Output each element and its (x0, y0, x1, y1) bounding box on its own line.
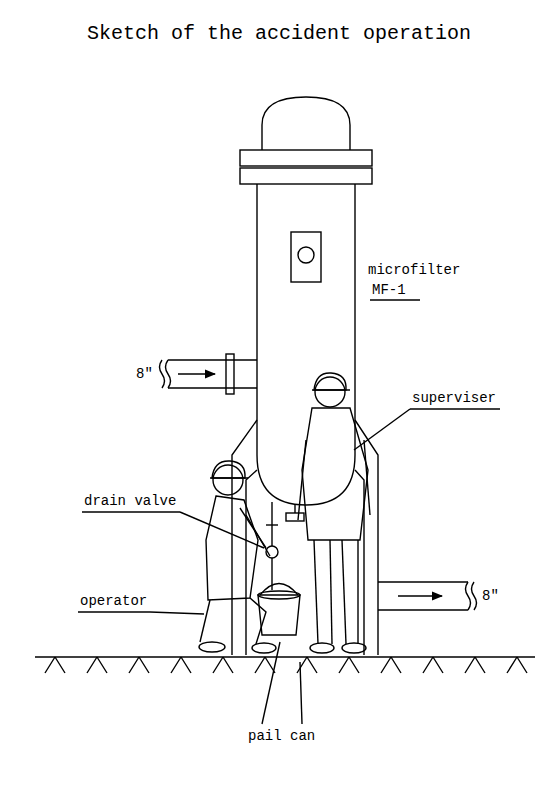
ground-line (35, 657, 535, 673)
vessel-support-part (355, 420, 378, 655)
operator-figure-part (210, 477, 248, 478)
operator-figure-part (252, 643, 276, 653)
operator-figure-part (246, 515, 270, 556)
part-name: microfilter (368, 262, 460, 279)
leader-lines-part (300, 662, 302, 724)
microfilter-vessel-part (257, 455, 355, 505)
supervisor-figure-part (342, 643, 366, 653)
outlet-pipe-part (472, 582, 477, 610)
outlet-pipe (378, 582, 477, 610)
operator-figure-part (250, 598, 266, 644)
ground-hatch (339, 657, 359, 673)
inlet-pipe-part (168, 387, 257, 388)
leader-lines-part (354, 409, 410, 450)
supervisor-figure-part (310, 643, 334, 653)
pipe-size: 8" (482, 588, 499, 605)
microfilter-vessel-part (262, 97, 350, 150)
pail-can-part (258, 595, 300, 635)
supervisor-figure (298, 373, 370, 653)
supervisor-figure-part (298, 440, 306, 520)
microfilter-vessel-part (298, 247, 314, 263)
supervisor-figure-part (302, 408, 368, 540)
pipe-size: 8" (136, 366, 153, 383)
leader-lines-part (410, 408, 500, 409)
outlet-pipe-part (466, 582, 471, 610)
person-label: superviser (412, 390, 496, 407)
inlet-pipe (160, 354, 258, 394)
drain-line-part (286, 513, 304, 521)
operator-figure-part (213, 465, 243, 495)
operator-figure-part (212, 461, 245, 478)
leader-lines-part (180, 512, 264, 548)
pail-can-part (260, 584, 298, 596)
ground-line-part (35, 656, 535, 657)
supervisor-figure-part (357, 540, 358, 644)
leader-lines-part (150, 612, 204, 614)
outlet-pipe-part (398, 595, 442, 596)
part-name: pail can (248, 728, 315, 745)
microfilter-vessel-part (256, 184, 257, 455)
inlet-pipe-part (166, 360, 171, 388)
drain-line-part (271, 502, 272, 546)
inlet-pipe-part (160, 360, 165, 388)
part-name: drain valve (84, 493, 176, 510)
inlet-pipe-part (178, 373, 215, 374)
ground-hatch (423, 657, 443, 673)
vessel-support (232, 420, 378, 655)
leader-lines (78, 300, 500, 724)
leader-lines-part (262, 642, 280, 724)
leader-lines-part (78, 611, 150, 612)
ground-hatch (213, 657, 233, 673)
supervisor-figure-part (364, 440, 370, 515)
ground-hatch (255, 657, 275, 673)
supervisor-figure-part (312, 389, 350, 390)
operator-figure-part (206, 496, 258, 600)
inlet-pipe-part (168, 359, 257, 360)
supervisor-figure-part (314, 373, 346, 390)
ground-hatch (171, 657, 191, 673)
operator-figure-part (200, 600, 210, 642)
leader-lines-part (82, 511, 180, 512)
outlet-pipe-part (378, 609, 468, 610)
ground-hatch (129, 657, 149, 673)
pail-can (258, 584, 300, 636)
supervisor-figure-part (342, 540, 346, 644)
ground-hatch (87, 657, 107, 673)
drain-line-part (294, 505, 295, 513)
supervisor-figure-part (314, 540, 318, 644)
pail-can-part (258, 591, 300, 599)
ground-hatch (45, 657, 65, 673)
ground-hatch (381, 657, 401, 673)
microfilter-vessel-part (291, 232, 321, 282)
supervisor-figure-part (330, 540, 332, 644)
drain-line-part (266, 524, 278, 525)
leader-lines-part (370, 299, 420, 300)
part-id: MF-1 (372, 282, 406, 299)
ground-hatch (465, 657, 485, 673)
operator-figure (199, 461, 276, 653)
person-label: operator (80, 593, 147, 610)
supervisor-figure-part (315, 377, 345, 407)
microfilter-vessel-part (240, 150, 372, 166)
vessel-support-part (232, 420, 257, 655)
diagram-title: Sketch of the accident operation (87, 22, 471, 46)
inlet-pipe-part (226, 354, 234, 394)
microfilter-vessel-part (240, 168, 372, 184)
ground-hatch (507, 657, 527, 673)
outlet-pipe-part (378, 581, 468, 582)
microfilter-vessel-part (354, 184, 355, 455)
vessel-support-part (355, 470, 364, 655)
operator-figure-part (199, 642, 225, 652)
